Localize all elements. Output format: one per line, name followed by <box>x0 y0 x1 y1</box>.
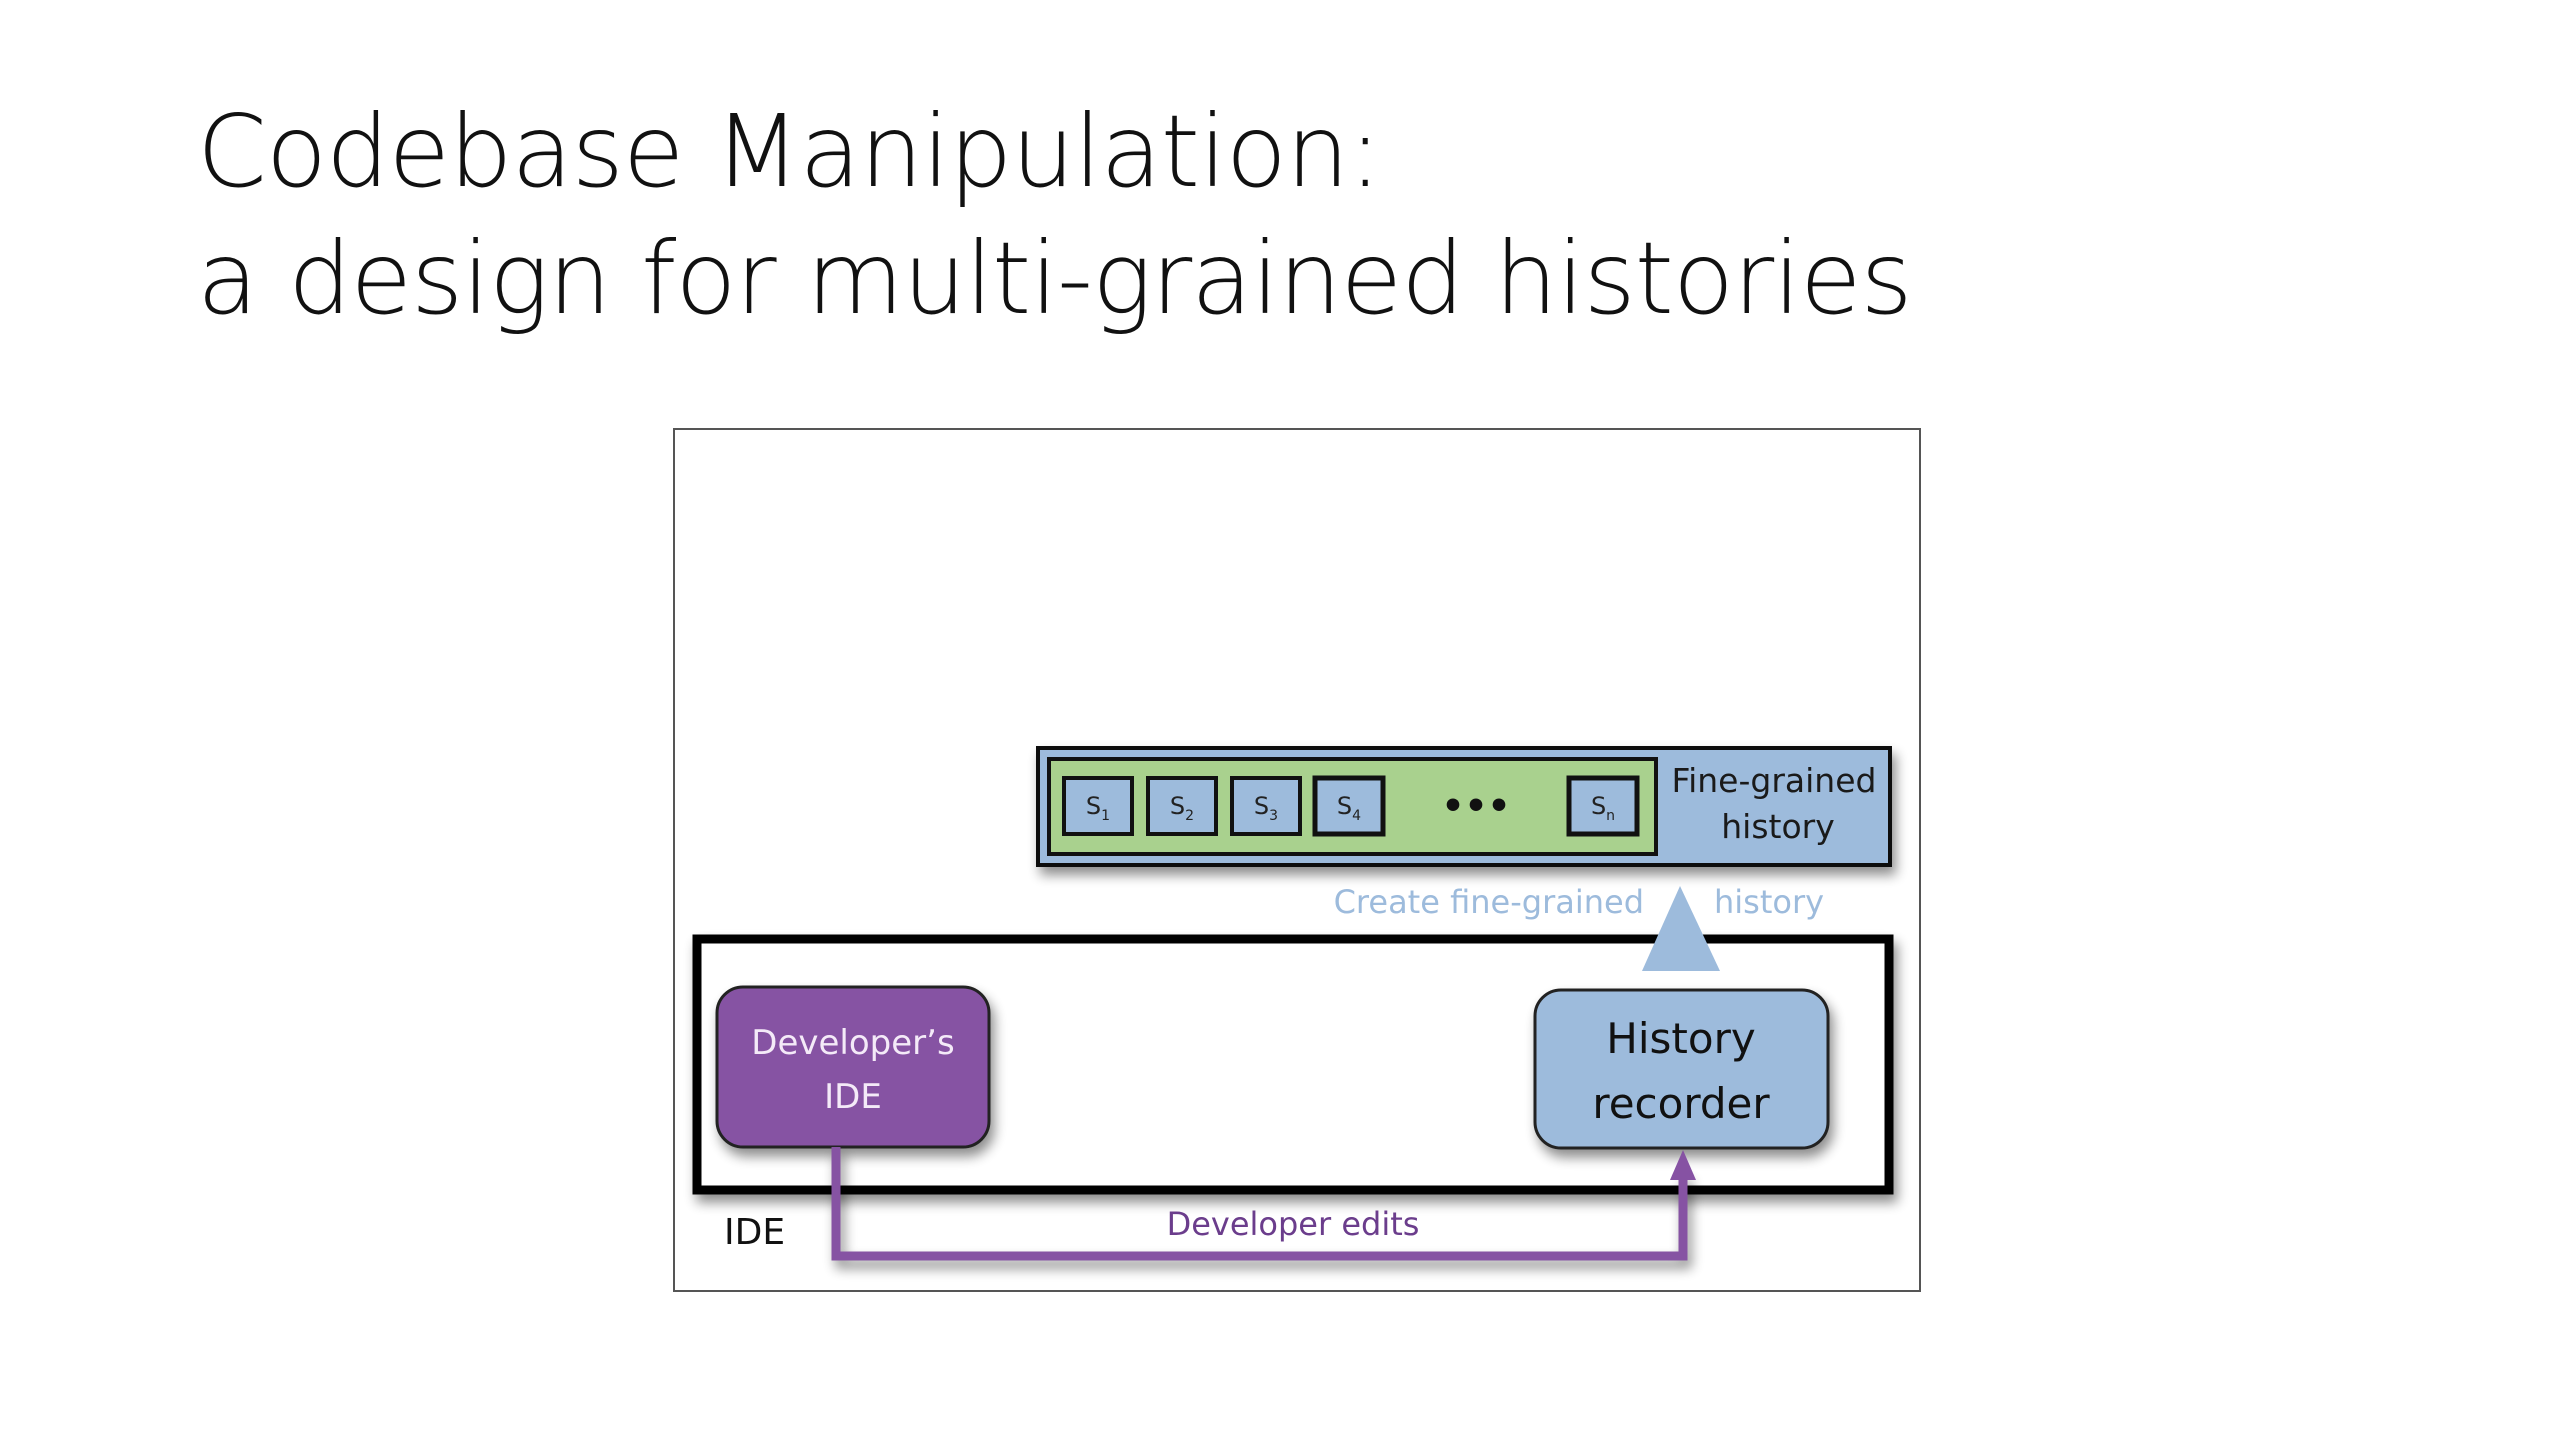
title-line-2: a design for multi-grained histories <box>197 220 1913 337</box>
create-label-right: history <box>1714 883 1824 921</box>
snapshot-s1-base: S <box>1086 792 1101 820</box>
history-recorder-node <box>1533 988 1830 1150</box>
developer-ide-line1: Developer’s <box>751 1023 954 1063</box>
developer-ide-line2: IDE <box>824 1077 882 1117</box>
snapshot-s2: S2 <box>1146 776 1218 836</box>
snapshot-s3: S3 <box>1230 776 1302 836</box>
ide-container-label: IDE <box>724 1212 785 1253</box>
title-line-1: Codebase Manipulation: <box>197 93 1382 210</box>
history-label: history <box>1721 807 1835 846</box>
svg-text:S3: S3 <box>1254 792 1278 824</box>
developer-edits-arrowhead-icon <box>1670 1150 1696 1180</box>
snapshot-s1: S1 <box>1062 776 1134 836</box>
history-recorder-line2: recorder <box>1592 1079 1770 1128</box>
create-label-left: Create fine-grained <box>1334 883 1644 921</box>
svg-text:Sn: Sn <box>1591 792 1615 824</box>
developer-edits-edge <box>831 1147 1688 1261</box>
create-history-arrow-icon <box>1642 886 1720 971</box>
snapshot-s4: S4 <box>1312 775 1386 837</box>
svg-text:S2: S2 <box>1170 792 1194 824</box>
fine-grained-label: Fine-grained <box>1672 761 1877 800</box>
developer-edits-label: Developer edits <box>1167 1205 1420 1243</box>
snapshot-sn: Sn <box>1566 775 1640 837</box>
slide-title: Codebase Manipulation: a design for mult… <box>197 88 1913 342</box>
svg-text:S1: S1 <box>1086 792 1110 824</box>
svg-text:S4: S4 <box>1337 792 1361 824</box>
history-recorder-line1: History <box>1606 1014 1755 1063</box>
developer-ide-node <box>715 985 991 1149</box>
ellipsis: ••• <box>1441 786 1510 827</box>
